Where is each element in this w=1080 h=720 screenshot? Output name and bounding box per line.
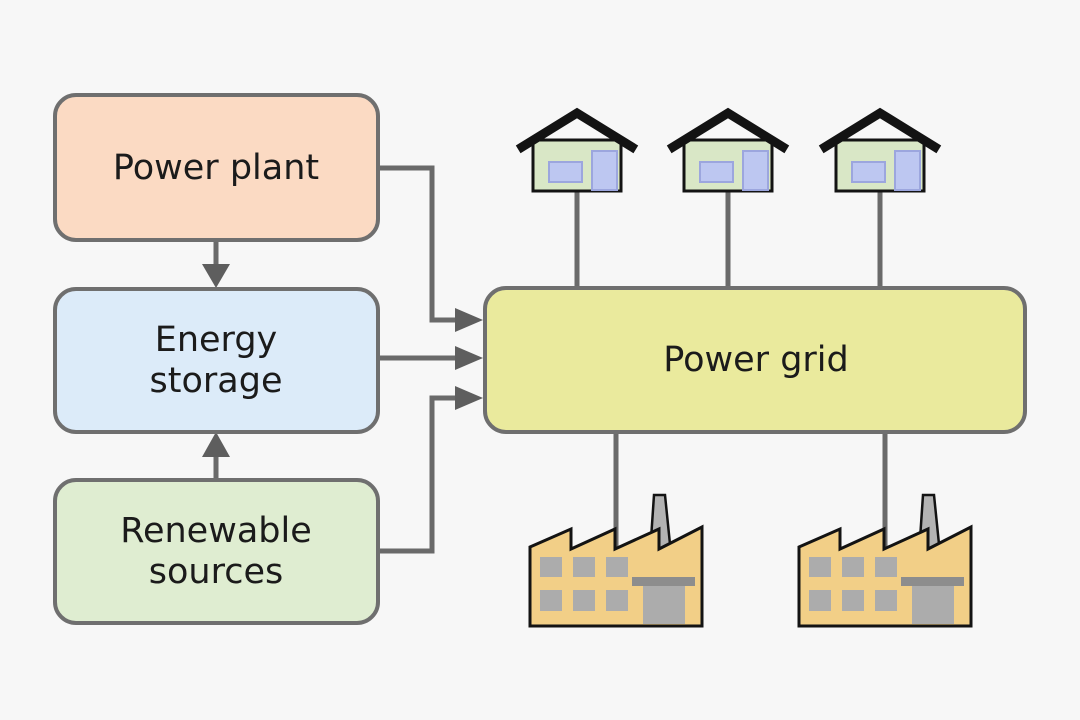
house-icon-3 [825, 113, 935, 191]
node-power-grid: Power grid [483, 286, 1027, 434]
node-energy-storage: Energy storage [53, 287, 380, 434]
arrowhead-right [455, 308, 483, 332]
node-power-plant: Power plant [53, 93, 380, 242]
renewable-sources-label-line2: sources [149, 552, 283, 592]
renewable-sources-label-line1: Renewable [120, 511, 312, 551]
house-icon-2 [673, 113, 783, 191]
power-grid-box [483, 286, 1027, 434]
power-plant-label: Power plant [113, 148, 319, 188]
arrow-renewable-to-power-grid [378, 386, 483, 554]
energy-storage-label-line2: storage [150, 361, 283, 401]
arrow-energy-storage-to-power-grid [378, 346, 483, 370]
arrowhead-right [455, 346, 483, 370]
arrow-renewable-to-energy-storage [202, 432, 230, 478]
arrowhead-right [455, 386, 483, 410]
arrow-power-plant-to-energy-storage [202, 240, 230, 288]
house-icon-1 [522, 113, 632, 191]
renewable-sources-box [53, 478, 380, 625]
arrow-power-plant-to-power-grid [378, 165, 483, 332]
arrowhead-up [202, 432, 230, 457]
energy-storage-label-line1: Energy [155, 320, 278, 360]
arrowhead-down [202, 264, 230, 288]
energy-storage-box [53, 287, 380, 434]
power-plant-box [53, 93, 380, 242]
power-grid-label: Power grid [663, 340, 849, 380]
node-renewable-sources: Renewable sources [53, 478, 380, 625]
